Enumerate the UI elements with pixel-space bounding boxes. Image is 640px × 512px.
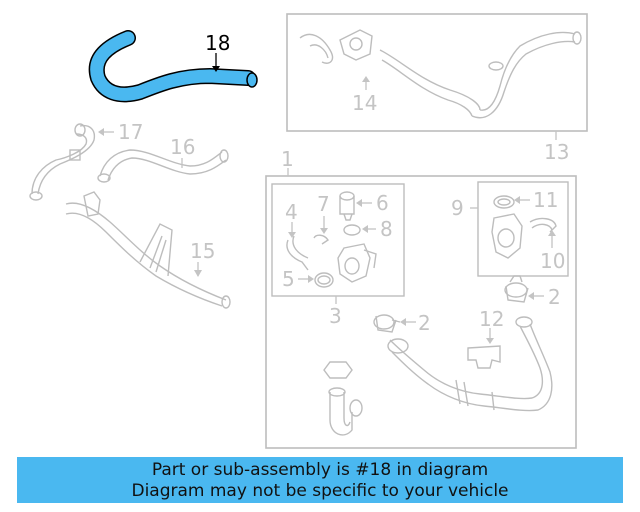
part-2-clamp-right: [504, 275, 529, 303]
callout-8-arrowhead: [362, 225, 368, 233]
assembly-1-box: [265, 175, 577, 449]
callout-17-arrowhead: [98, 128, 104, 136]
part-18-hose[interactable]: [88, 30, 258, 103]
callout-2b-arrowhead: [528, 292, 534, 300]
assembly-13-box: [286, 13, 588, 132]
part-8-oring: [343, 224, 361, 236]
assembly-9-box: [477, 181, 569, 277]
callout-1: 1: [281, 147, 294, 171]
part-7-clip: [313, 234, 329, 245]
callout-15: 15: [190, 239, 215, 263]
callout-11-arrowhead: [514, 196, 520, 204]
part-4-clip: [286, 235, 309, 271]
callout-10: 10: [540, 249, 565, 273]
callout-5-arrowhead: [308, 275, 314, 283]
callout-18-arrowhead: [212, 66, 220, 72]
part-11-oring: [493, 195, 515, 209]
callout-6-arrowhead: [356, 199, 362, 207]
part-15-hose: [65, 191, 231, 309]
callout-18: 18: [205, 31, 230, 55]
part-12-bracket: [467, 345, 501, 369]
callout-10-arrowhead: [548, 230, 556, 236]
lower-elbow-hose: [323, 361, 363, 436]
callout-3: 3: [329, 304, 342, 328]
callout-11: 11: [533, 188, 558, 212]
callout-15-arrowhead: [194, 270, 202, 277]
part-2-clamp-left: [373, 314, 401, 333]
banner-line-2: Diagram may not be specific to your vehi…: [131, 481, 509, 501]
callout-8: 8: [380, 217, 393, 241]
callout-2a: 2: [418, 311, 431, 335]
part-3-housing: [337, 243, 377, 283]
callout-12-arrowhead: [486, 338, 494, 344]
part-9-valve: [491, 213, 523, 259]
callout-12: 12: [479, 307, 504, 331]
part-5-seal: [314, 272, 334, 288]
callout-14-arrowhead: [362, 76, 370, 82]
callout-14: 14: [352, 91, 377, 115]
callout-17: 17: [118, 120, 143, 144]
part-17-hose: [29, 123, 96, 201]
callout-9: 9: [451, 196, 464, 220]
main-lower-hose: [387, 316, 553, 412]
callout-2b: 2: [548, 285, 561, 309]
part-16-hose: [97, 149, 229, 183]
part-10-clip: [529, 217, 557, 233]
assembly-3-box: [271, 183, 405, 297]
part-14-hose-assembly: [299, 29, 582, 119]
callout-16: 16: [170, 135, 195, 159]
callout-7: 7: [317, 192, 330, 216]
banner-line-1: Part or sub-assembly is #18 in diagram: [151, 460, 489, 480]
callout-5: 5: [282, 267, 295, 291]
callout-7-arrowhead: [320, 228, 328, 234]
callout-6: 6: [376, 191, 389, 215]
callout-4: 4: [285, 200, 298, 224]
callout-2a-arrowhead: [400, 318, 406, 326]
part-6-fitting: [339, 191, 355, 221]
callout-13: 13: [544, 140, 569, 164]
info-banner: Part or sub-assembly is #18 in diagram D…: [17, 457, 623, 503]
callout-4-arrowhead: [288, 232, 296, 238]
